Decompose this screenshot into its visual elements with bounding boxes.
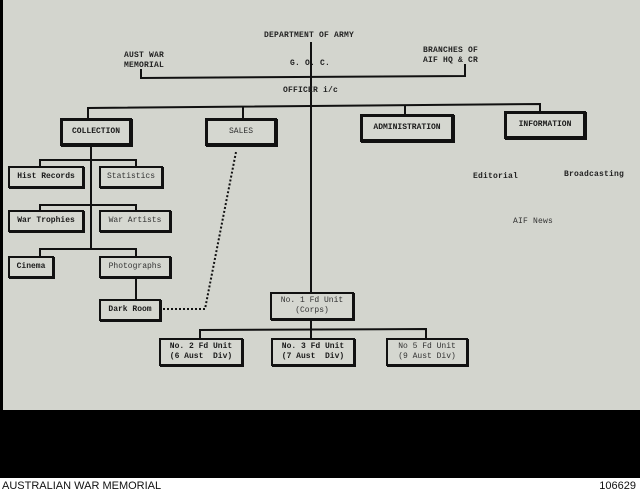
footer-bar: AUSTRALIAN WAR MEMORIAL 106629 — [0, 478, 640, 494]
photographs-box: Photographs — [99, 256, 171, 278]
no2-fd-unit-box: No. 2 Fd Unit (6 Aust Div) — [159, 338, 243, 366]
collection-box: COLLECTION — [60, 118, 132, 146]
goc-label: G. O. C. — [290, 59, 331, 68]
no1-fd-unit-box: No. 1 Fd Unit (Corps) — [270, 292, 354, 320]
no5-fd-unit-box: No 5 Fd Unit (9 Aust Div) — [386, 338, 468, 366]
broadcasting-label: Broadcasting — [564, 170, 625, 179]
image-id-label: 106629 — [599, 480, 636, 492]
sections-bar — [87, 102, 541, 122]
administration-box: ADMINISTRATION — [360, 114, 454, 142]
officer-label: OFFICER i/c — [283, 86, 339, 95]
hist-records-box: Hist Records — [8, 166, 84, 188]
branches-aif-label: BRANCHES OF AIF HQ & CR — [423, 46, 479, 65]
statistics-box: Statistics — [99, 166, 163, 188]
no3-fd-unit-box: No. 3 Fd Unit (7 Aust Div) — [271, 338, 355, 366]
cinema-box: Cinema — [8, 256, 54, 278]
awm-branches-line — [140, 64, 466, 80]
dark-room-box: Dark Room — [99, 299, 161, 321]
war-artists-box: War Artists — [99, 210, 171, 232]
sales-box: SALES — [205, 118, 277, 146]
editorial-label: Editorial — [473, 172, 519, 181]
aust-war-memorial-label: AUST WAR MEMORIAL — [124, 51, 165, 70]
war-trophies-box: War Trophies — [8, 210, 84, 232]
sales-darkroom-dotted-line — [163, 151, 237, 310]
information-box: INFORMATION — [504, 111, 586, 139]
department-of-army-label: DEPARTMENT OF ARMY — [264, 31, 355, 40]
aif-news-label: AIF News — [513, 217, 554, 226]
source-label: AUSTRALIAN WAR MEMORIAL — [2, 480, 162, 492]
